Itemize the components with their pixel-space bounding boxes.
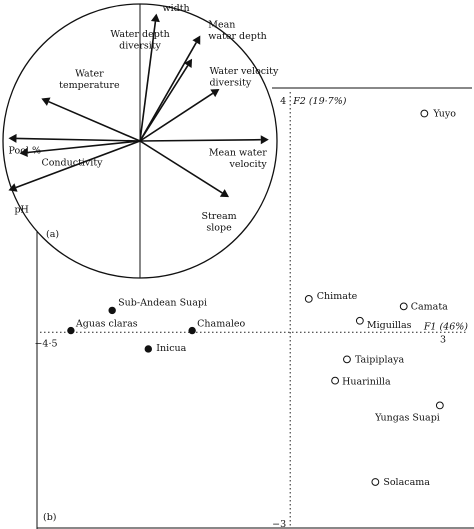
arrowhead-stream-width [150,13,160,23]
point-label-yuyo: Yuyo [432,109,456,120]
arrowhead-pool [8,133,17,143]
vector-stream-width [139,21,157,142]
arrowhead-water-temperature [41,97,51,106]
point-sub-andean-suapi [108,306,116,315]
arrowhead-ph [8,183,18,192]
vector-label-stream-width: Streamwidth [162,0,197,14]
point-yuyo [420,109,429,118]
vector-ph [15,140,141,189]
vector-conductivity [27,140,141,154]
y-min-tick-label: −3 [272,519,286,529]
point-label-camata: Camata [411,301,448,312]
point-label-aguas-claras: Aguas claras [75,319,138,330]
point-label-taipiplaya: Taipiplaya [355,354,405,365]
point-label-chamaleo: Chamaleo [197,319,245,330]
point-inicua [144,345,152,353]
variable-vectors: StreamwidthMeanwater depth Water depthdiv… [8,0,279,234]
arrowhead-water-depth-diversity [183,58,193,68]
point-solacama [371,478,380,486]
point-label-sub-andean-suapi: Sub-Andean Suapi [118,297,207,308]
point-label-inicua: Inicua [156,343,186,354]
point-huarinilla [331,376,339,385]
x-axis-label: F1 (46%) [423,321,468,332]
point-chimate [304,294,313,303]
arrowhead-mean-water-velocity [260,135,269,145]
arrowhead-mean-water-depth [192,35,201,45]
vector-pool [16,137,141,142]
arrowhead-water-velocity-diversity [210,88,220,98]
vector-label-conductivity: Conductivity [41,157,103,168]
panel-b-frame [36,87,474,529]
x-max-tick-label: 3 [440,334,446,345]
panel-b-label: (b) [43,512,57,523]
point-label-huarinilla: Huarinilla [342,377,391,388]
site-points: YuyoChimateCamataMiguillasTaipiplayaHuar… [67,109,456,488]
x-min-tick-label: −4·5 [34,338,57,349]
vector-label-ph: pH [14,204,28,215]
y-axis-label: F2 (19·7%) [292,96,347,107]
point-miguillas [355,316,364,325]
point-label-yungas-suapi: Yungas Suapi [374,412,440,423]
point-taipiplaya [343,355,351,364]
panel-a-label: (a) [46,229,59,240]
point-label-miguillas: Miguillas [367,320,412,331]
arrowhead-conductivity [19,148,28,157]
point-label-solacama: Solacama [383,477,430,488]
vector-water-temperature [48,100,141,142]
vector-mean-water-depth [139,42,198,142]
y-max-tick-label: 4 [280,96,286,107]
arrowhead-stream-slope [219,189,230,198]
point-aguas-claras [67,326,75,335]
point-yungas-suapi [435,401,444,410]
vector-mean-water-velocity [139,138,261,142]
point-label-chimate: Chimate [317,291,358,302]
point-chamaleo [188,326,196,335]
vector-water-depth-diversity [139,65,189,142]
vector-water-velocity-diversity [139,92,214,142]
point-camata [399,302,408,311]
vector-stream-slope [139,140,223,194]
